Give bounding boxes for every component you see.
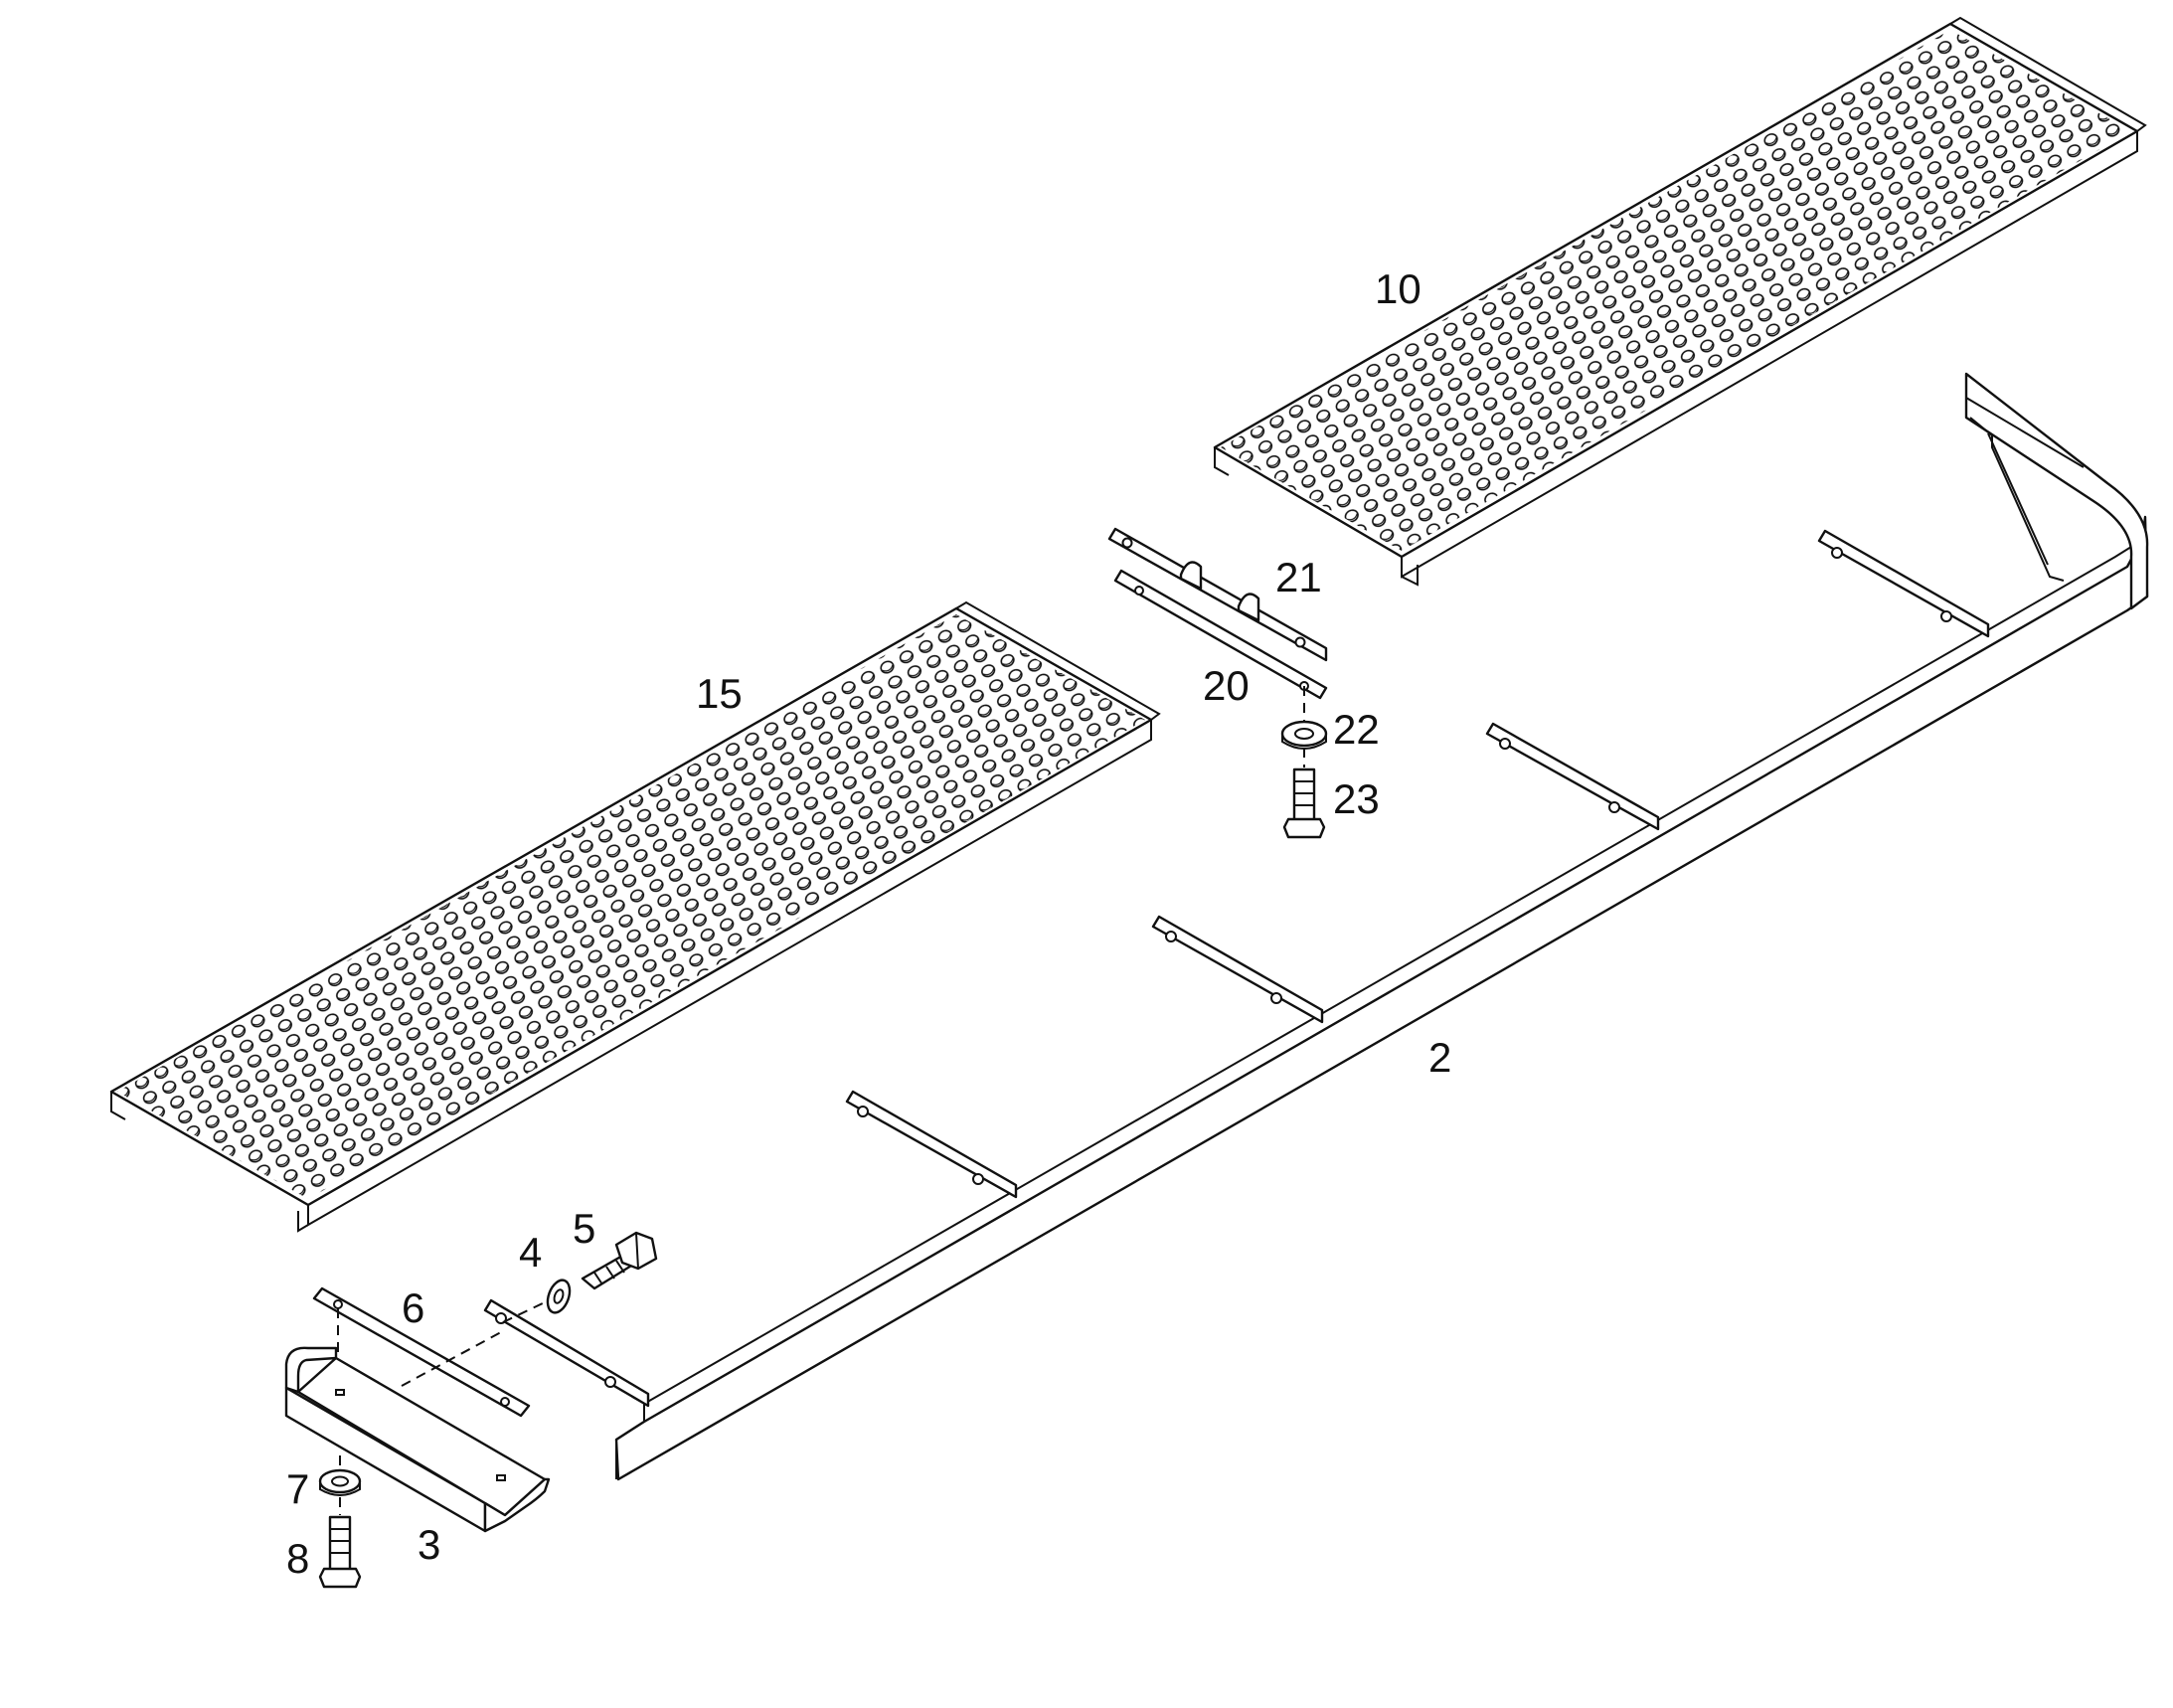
label-8: 8 (286, 1535, 309, 1582)
label-6: 6 (402, 1284, 424, 1331)
label-2: 2 (1428, 1034, 1451, 1081)
bracket-5 (1817, 529, 1990, 638)
label-5: 5 (573, 1205, 595, 1252)
bolt-5 (581, 1231, 658, 1290)
washer-7 (318, 1468, 362, 1496)
label-21: 21 (1275, 554, 1322, 600)
step-grating-10 (1213, 16, 2147, 587)
side-frame-2 (483, 372, 2149, 1481)
washer-22 (1280, 720, 1328, 750)
bracket-21 (1107, 527, 1328, 662)
step-grating-15 (109, 600, 1161, 1233)
mounting-bracket-3 (284, 1346, 551, 1533)
bracket-2 (845, 1090, 1018, 1199)
label-7: 7 (286, 1465, 309, 1512)
bracket-1 (483, 1298, 650, 1408)
bracket-3 (1151, 915, 1324, 1024)
strip-6 (312, 1286, 531, 1418)
label-3: 3 (418, 1521, 440, 1568)
bolt-8 (318, 1515, 362, 1589)
label-15: 15 (696, 670, 743, 717)
strip-20 (1113, 569, 1328, 700)
label-22: 22 (1333, 706, 1380, 753)
washer-4 (546, 1279, 572, 1314)
label-10: 10 (1375, 265, 1421, 312)
leader-line-4 (502, 1301, 546, 1323)
label-20: 20 (1203, 662, 1250, 709)
bracket-4 (1485, 722, 1660, 831)
bolt-23 (1282, 768, 1326, 839)
label-23: 23 (1333, 775, 1380, 822)
label-4: 4 (519, 1229, 542, 1276)
leader-line-6-frame (401, 1331, 502, 1387)
